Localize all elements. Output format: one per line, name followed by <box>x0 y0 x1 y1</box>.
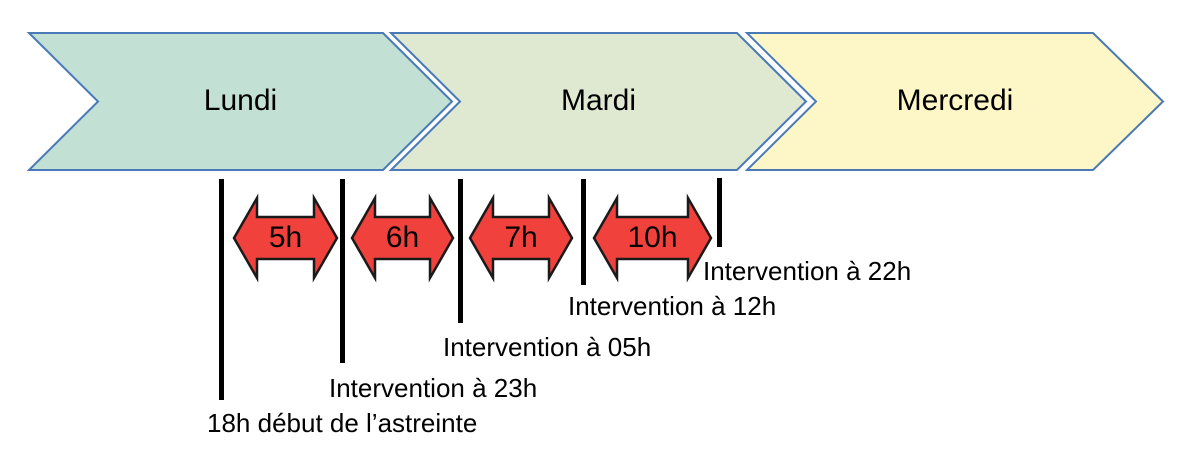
chevron-lundi <box>26 32 454 171</box>
duration-arrow-5h <box>232 193 339 283</box>
chevron-mardi <box>388 32 808 171</box>
day-label-mercredi: Mercredi <box>896 84 1014 117</box>
duration-arrow-7h <box>468 193 574 283</box>
duration-arrow-10h <box>592 193 713 283</box>
interval-label-10h: 10h <box>627 221 678 254</box>
chevron-mercredi <box>744 32 1165 171</box>
interval-label-7h: 7h <box>504 221 538 254</box>
day-label-lundi: Lundi <box>203 84 278 117</box>
event-label-intervention-23h: Intervention à 23h <box>329 373 538 403</box>
event-label-intervention-22h: Intervention à 22h <box>703 256 912 286</box>
interval-label-6h: 6h <box>385 221 420 254</box>
event-label-intervention-05h: Intervention à 05h <box>443 332 652 362</box>
tick-18h <box>219 179 224 400</box>
tick-05h <box>458 179 463 323</box>
interval-label-5h: 5h <box>268 221 303 254</box>
event-label-intervention-12h: Intervention à 12h <box>568 291 777 321</box>
duration-arrow-6h <box>350 193 455 283</box>
tick-12h <box>581 179 586 285</box>
event-label-debut-astreinte: 18h début de l’astreinte <box>207 408 478 438</box>
day-label-mardi: Mardi <box>560 84 636 117</box>
tick-22h <box>717 178 722 247</box>
tick-23h <box>340 179 345 363</box>
